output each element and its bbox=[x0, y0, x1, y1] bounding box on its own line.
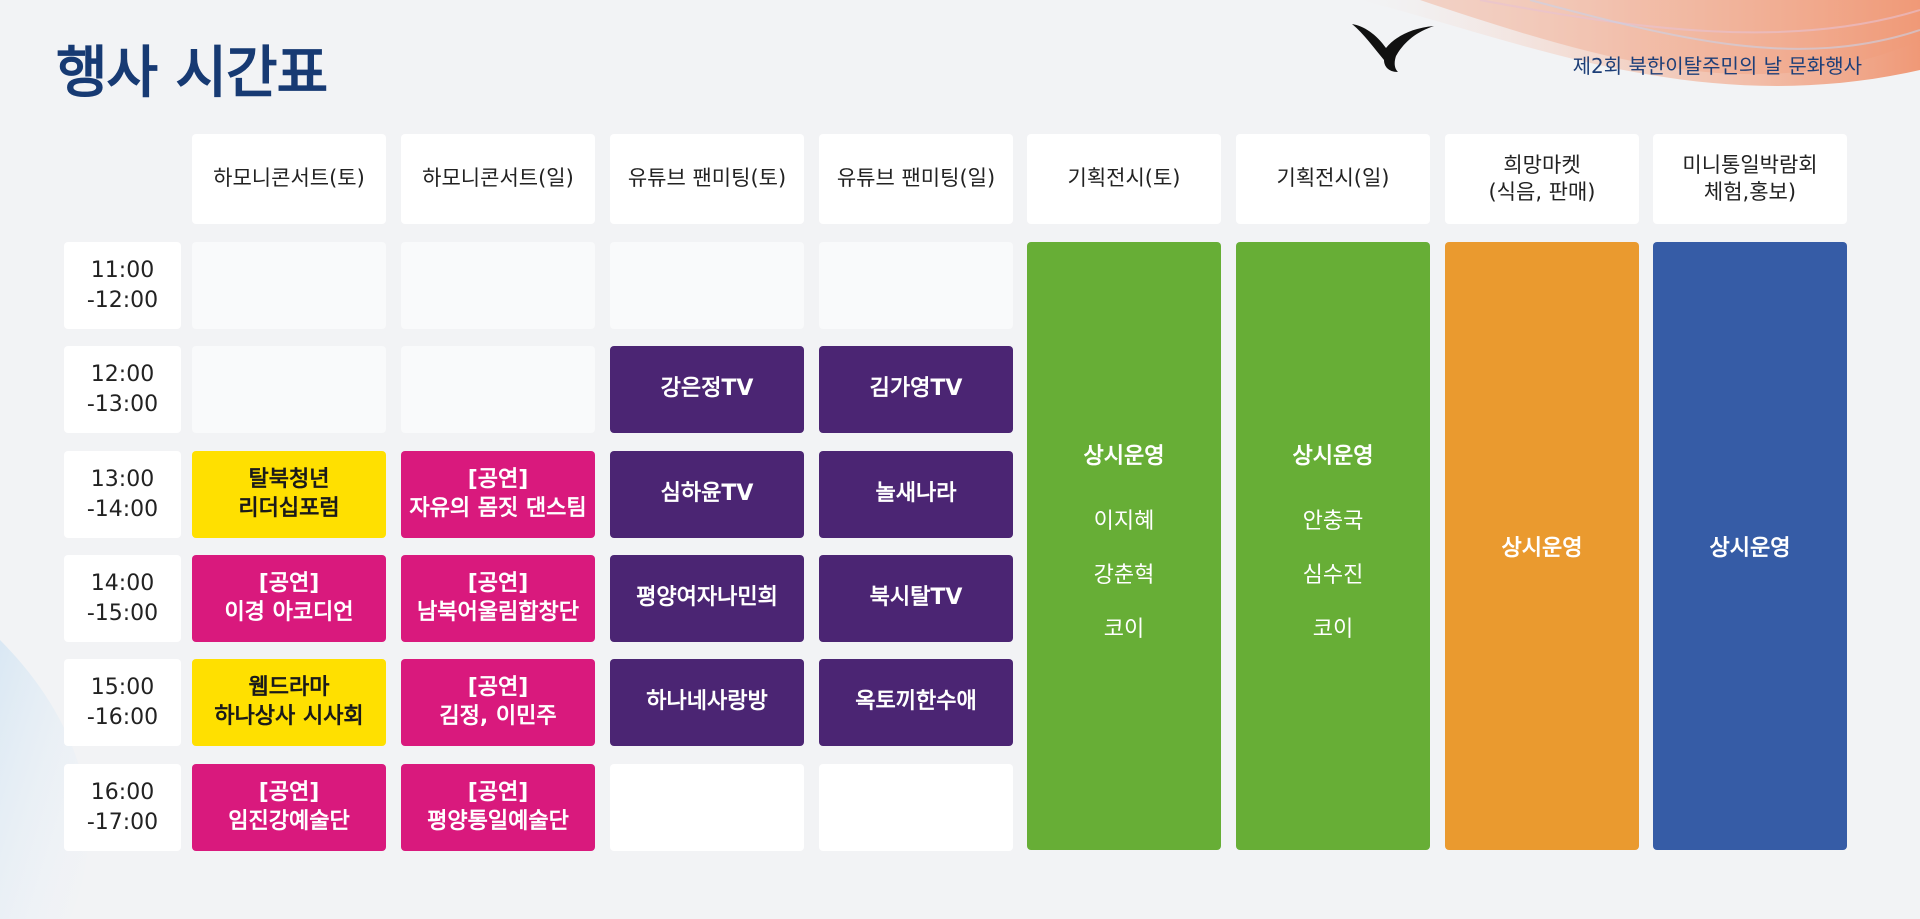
empty-slot bbox=[610, 764, 804, 851]
event-name: 제2회 북한이탈주민의 날 문화행사 bbox=[1572, 54, 1862, 78]
empty-slot bbox=[401, 346, 595, 433]
event-duo-performance: [공연] 김정, 이민주 bbox=[401, 659, 595, 746]
event-youtuber: 심하윤TV bbox=[610, 451, 804, 538]
empty-slot bbox=[819, 242, 1013, 329]
time-slot: 12:00 -13:00 bbox=[64, 346, 181, 433]
page-title: 행사 시간표 bbox=[56, 41, 328, 106]
event-youtuber: 평양여자나민희 bbox=[610, 555, 804, 642]
column-header-youtube-sun: 유튜브 팬미팅(일) bbox=[819, 134, 1013, 224]
event-youtuber: 북시탈TV bbox=[819, 555, 1013, 642]
event-youtuber: 김가영TV bbox=[819, 346, 1013, 433]
expo-block: 상시운영 bbox=[1653, 242, 1847, 850]
column-header-market: 희망마켓 (식음, 판매) bbox=[1445, 134, 1639, 224]
column-header-harmony-sat: 하모니콘서트(토) bbox=[192, 134, 386, 224]
event-pyongyang-troupe: [공연] 평양통일예술단 bbox=[401, 764, 595, 851]
event-accordion: [공연] 이경 아코디언 bbox=[192, 555, 386, 642]
exhibit-sat-title: 상시운영 bbox=[1083, 444, 1165, 469]
event-youtuber: 강은정TV bbox=[610, 346, 804, 433]
expo-title: 상시운영 bbox=[1709, 536, 1791, 561]
empty-slot bbox=[819, 764, 1013, 851]
event-youtuber: 하나네사랑방 bbox=[610, 659, 804, 746]
time-slot: 13:00 -14:00 bbox=[64, 451, 181, 538]
exhibit-sun-block: 상시운영 안충국 심수진 코이 bbox=[1236, 242, 1430, 850]
exhibit-artist: 강춘혁 bbox=[1093, 563, 1155, 588]
empty-slot bbox=[192, 346, 386, 433]
exhibit-sat-block: 상시운영 이지혜 강춘혁 코이 bbox=[1027, 242, 1221, 850]
exhibit-sun-title: 상시운영 bbox=[1292, 444, 1374, 469]
time-slot: 11:00 -12:00 bbox=[64, 242, 181, 329]
exhibit-artist: 심수진 bbox=[1302, 563, 1364, 588]
empty-slot bbox=[401, 242, 595, 329]
time-slot: 14:00 -15:00 bbox=[64, 555, 181, 642]
column-header-youtube-sat: 유튜브 팬미팅(토) bbox=[610, 134, 804, 224]
exhibit-artist: 이지혜 bbox=[1093, 509, 1155, 534]
event-youth-leadership-forum: 탈북청년 리더십포럼 bbox=[192, 451, 386, 538]
bird-logo-icon bbox=[1352, 24, 1434, 72]
exhibit-artist: 코이 bbox=[1312, 617, 1354, 642]
empty-slot bbox=[610, 242, 804, 329]
event-imjingang-troupe: [공연] 임진강예술단 bbox=[192, 764, 386, 851]
column-header-expo: 미니통일박람회 체험,홍보) bbox=[1653, 134, 1847, 224]
event-youtuber: 옥토끼한수애 bbox=[819, 659, 1013, 746]
column-header-exhibit-sat: 기획전시(토) bbox=[1027, 134, 1221, 224]
event-dance-team: [공연] 자유의 몸짓 댄스팀 bbox=[401, 451, 595, 538]
empty-slot bbox=[192, 242, 386, 329]
column-header-exhibit-sun: 기획전시(일) bbox=[1236, 134, 1430, 224]
market-title: 상시운영 bbox=[1501, 536, 1583, 561]
exhibit-artist: 안충국 bbox=[1302, 509, 1364, 534]
column-header-harmony-sun: 하모니콘서트(일) bbox=[401, 134, 595, 224]
time-slot: 15:00 -16:00 bbox=[64, 659, 181, 746]
market-block: 상시운영 bbox=[1445, 242, 1639, 850]
event-youtuber: 놀새나라 bbox=[819, 451, 1013, 538]
time-slot: 16:00 -17:00 bbox=[64, 764, 181, 851]
event-webdrama-screening: 웹드라마 하나상사 시사회 bbox=[192, 659, 386, 746]
event-choir: [공연] 남북어울림합창단 bbox=[401, 555, 595, 642]
exhibit-artist: 코이 bbox=[1103, 617, 1145, 642]
